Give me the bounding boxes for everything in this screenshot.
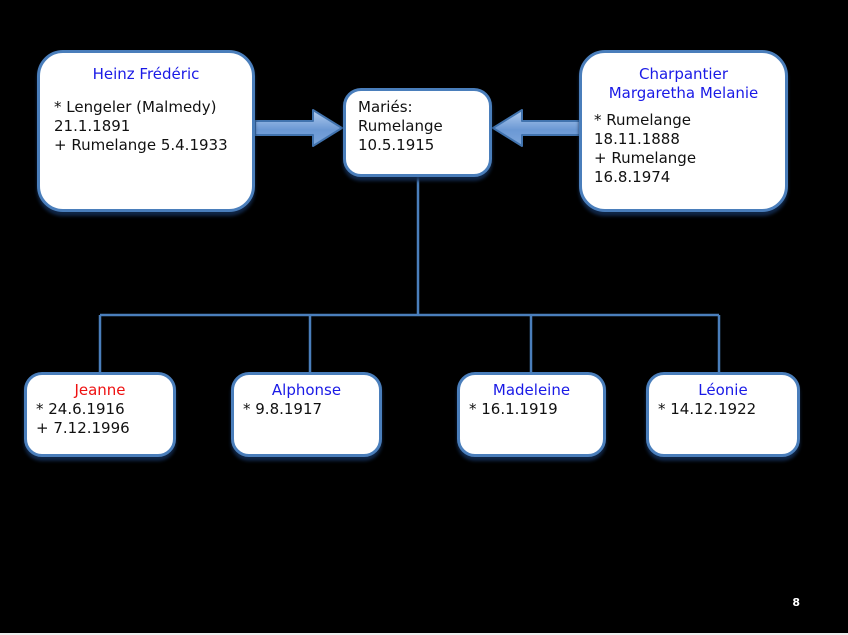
child-dates: * 24.6.1916 + 7.12.1996	[36, 400, 130, 437]
child-name: Jeanne	[74, 381, 126, 399]
child-name: Alphonse	[271, 381, 342, 399]
father-name: Heinz Frédéric	[92, 65, 200, 83]
mother-name: Charpantier Margaretha Melanie	[608, 65, 759, 102]
child-node-alphonse[interactable]: Alphonse * 9.8.1917	[231, 372, 382, 457]
marriage-details: Mariés: Rumelange 10.5.1915	[358, 98, 443, 154]
child-node-leonie[interactable]: Léonie * 14.12.1922	[646, 372, 800, 457]
mother-node[interactable]: Charpantier Margaretha Melanie * Rumelan…	[579, 50, 788, 212]
marriage-node[interactable]: Mariés: Rumelange 10.5.1915	[343, 88, 492, 177]
page-number: 8	[792, 596, 800, 609]
child-name: Madeleine	[492, 381, 571, 399]
child-name: Léonie	[698, 381, 748, 399]
arrow-left-icon	[492, 109, 581, 147]
father-dates: * Lengeler (Malmedy) 21.1.1891 + Rumelan…	[54, 98, 228, 154]
child-dates: * 9.8.1917	[243, 400, 323, 418]
arrow-right-icon	[254, 109, 343, 147]
mother-dates: * Rumelange 18.11.1888 + Rumelange 16.8.…	[594, 111, 697, 186]
window-bottom-edge	[0, 633, 848, 635]
child-dates: * 14.12.1922	[658, 400, 757, 418]
child-dates: * 16.1.1919	[469, 400, 558, 418]
child-node-jeanne[interactable]: Jeanne * 24.6.1916 + 7.12.1996	[24, 372, 176, 457]
descent-connectors	[98, 177, 721, 372]
child-node-madeleine[interactable]: Madeleine * 16.1.1919	[457, 372, 606, 457]
father-node[interactable]: Heinz Frédéric * Lengeler (Malmedy) 21.1…	[37, 50, 255, 212]
